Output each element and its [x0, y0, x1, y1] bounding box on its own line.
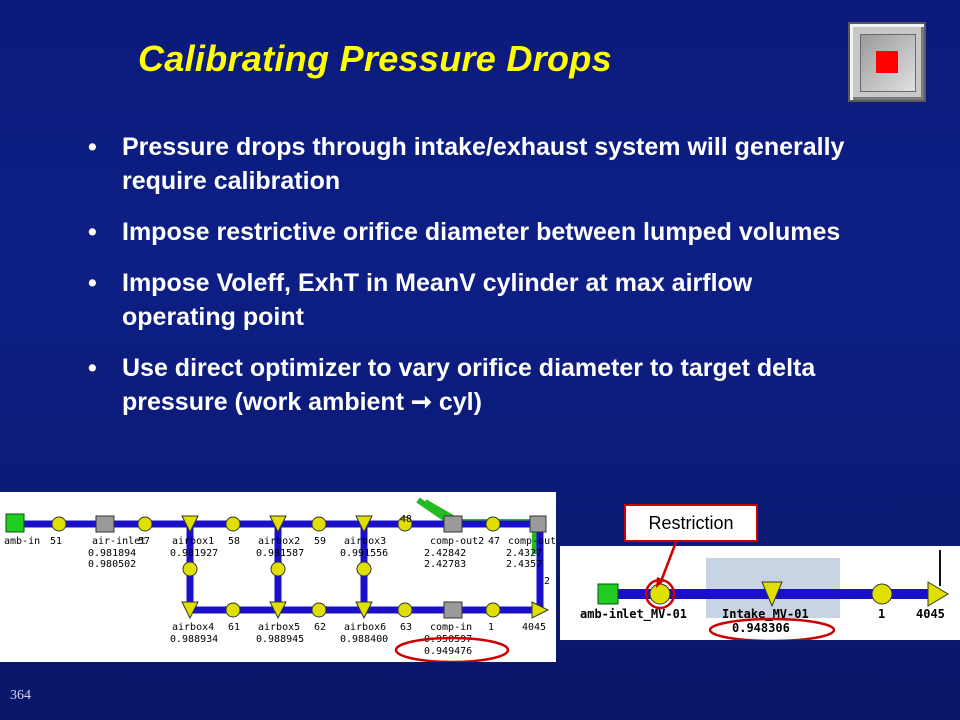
node-number: 62 [314, 622, 326, 633]
volume-icon [269, 601, 287, 620]
ambient-inlet-icon [5, 513, 25, 533]
orifice-icon [356, 561, 372, 577]
bullet-text: Pressure drops through intake/exhaust sy… [122, 133, 845, 195]
orifice-icon [397, 602, 413, 618]
highlight-ellipse [394, 636, 510, 662]
node-number: 58 [228, 536, 240, 547]
outlet-label: 4045 [522, 622, 546, 633]
volume-icon [443, 515, 463, 533]
component-name: airbox3 [344, 536, 386, 547]
orifice-icon [137, 516, 153, 532]
intake-model-diagram: amb-in 51 air-inlet 0.981894 0.980502 57… [0, 492, 556, 662]
component-name: airbox2 [258, 536, 300, 547]
node-number: 59 [314, 536, 326, 547]
value-highlight-ellipse [708, 617, 836, 640]
component-value: 0.988934 [170, 634, 218, 645]
bullet-list: • Pressure drops through intake/exhaust s… [88, 130, 868, 436]
orifice-label: let_MV-01 [622, 607, 687, 622]
bullet-text: Impose Voleff, ExhT in MeanV cylinder at… [122, 269, 753, 331]
callout-arrow-line [658, 541, 678, 585]
inlet-label: amb-in [580, 607, 623, 621]
compressor-icon [531, 601, 550, 619]
node-number: 61 [228, 622, 240, 633]
bullet-item: • Pressure drops through intake/exhaust s… [88, 130, 868, 198]
volume-icon [529, 515, 547, 533]
bullet-text: Use direct optimizer to vary orifice dia… [122, 354, 816, 416]
component-value: 0.980502 [88, 559, 136, 570]
component-name: airbox4 [172, 622, 214, 633]
volume-icon [355, 515, 373, 534]
volume-icon [443, 601, 463, 619]
orifice-icon [51, 516, 67, 532]
component-value: 0.981894 [88, 548, 136, 559]
node-number: 48 [400, 514, 412, 525]
volume-icon [761, 581, 783, 608]
component-value: 2.4357 [506, 559, 542, 570]
restriction-callout: Restriction [624, 504, 758, 542]
slide-title: Calibrating Pressure Drops [138, 38, 612, 79]
orifice-icon [397, 516, 413, 532]
stop-button[interactable] [848, 22, 926, 102]
bullet-item: • Use direct optimizer to vary orifice di… [88, 351, 868, 419]
component-value: 0.950597 [424, 634, 472, 645]
orifice-icon [225, 602, 241, 618]
stop-icon [876, 51, 898, 73]
node-number: 51 [50, 536, 62, 547]
volume-icon [95, 515, 115, 533]
bullet-item: • Impose restrictive orifice diameter bet… [88, 215, 868, 249]
bullet-text: Impose restrictive orifice diameter betw… [122, 218, 841, 246]
component-value: 0.981587 [256, 548, 304, 559]
component-value: 2.4327 [506, 548, 542, 559]
restriction-detail-svg: amb-in let_MV-01 Intake_MV-01 0.948306 1… [580, 550, 949, 640]
component-name: comp-in [430, 622, 472, 633]
component-value-highlighted: 0.949476 [424, 646, 472, 657]
orifice-icon [311, 516, 327, 532]
orifice-icon [225, 516, 241, 532]
component-value: 0.981927 [170, 548, 218, 559]
component-name: airbox5 [258, 622, 300, 633]
orifice-icon [270, 561, 286, 577]
volume-icon [269, 515, 287, 534]
component-name: comp-out2 [430, 536, 484, 547]
ambient-inlet-icon [597, 583, 619, 605]
volume-icon [181, 601, 199, 620]
node-number: 47 [488, 536, 500, 547]
node-number: 2 [544, 576, 550, 587]
component-value: 0.991556 [340, 548, 388, 559]
component-name: comp-out [508, 536, 556, 547]
node-number: 1 [488, 622, 494, 633]
component-value: 0.988400 [340, 634, 388, 645]
node-number: 1 [878, 607, 885, 621]
component-name: air-inlet [92, 536, 146, 547]
volume-icon [355, 601, 373, 620]
callout-arrow [656, 541, 678, 588]
bullet-glyph: • [88, 133, 97, 161]
intake-model-svg: amb-in 51 air-inlet 0.981894 0.980502 57… [4, 497, 556, 662]
bullet-item: • Impose Voleff, ExhT in MeanV cylinder a… [88, 266, 868, 334]
orifice-icon [311, 602, 327, 618]
compressor-icon [927, 581, 949, 607]
inlet-label: amb-in [4, 536, 40, 547]
component-name: airbox1 [172, 536, 214, 547]
volume-icon [181, 515, 199, 534]
component-value: 2.42783 [424, 559, 466, 570]
restriction-detail-diagram: amb-in let_MV-01 Intake_MV-01 0.948306 1… [560, 546, 960, 640]
bullet-glyph: • [88, 218, 97, 246]
page-number: 364 [10, 688, 31, 703]
bullet-glyph: • [88, 269, 97, 297]
volume-value: 0.948306 [732, 621, 790, 635]
orifice-icon [871, 583, 893, 605]
component-value: 2.42842 [424, 548, 466, 559]
orifice-icon [485, 602, 501, 618]
orifice-icon [485, 516, 501, 532]
outlet-label: 4045 [916, 607, 945, 621]
node-number: 63 [400, 622, 412, 633]
node-number: 57 [138, 536, 150, 547]
component-value: 0.988945 [256, 634, 304, 645]
component-name: airbox6 [344, 622, 386, 633]
bullet-glyph: • [88, 354, 97, 382]
callout-arrow-head [656, 577, 665, 588]
orifice-icon [182, 561, 198, 577]
